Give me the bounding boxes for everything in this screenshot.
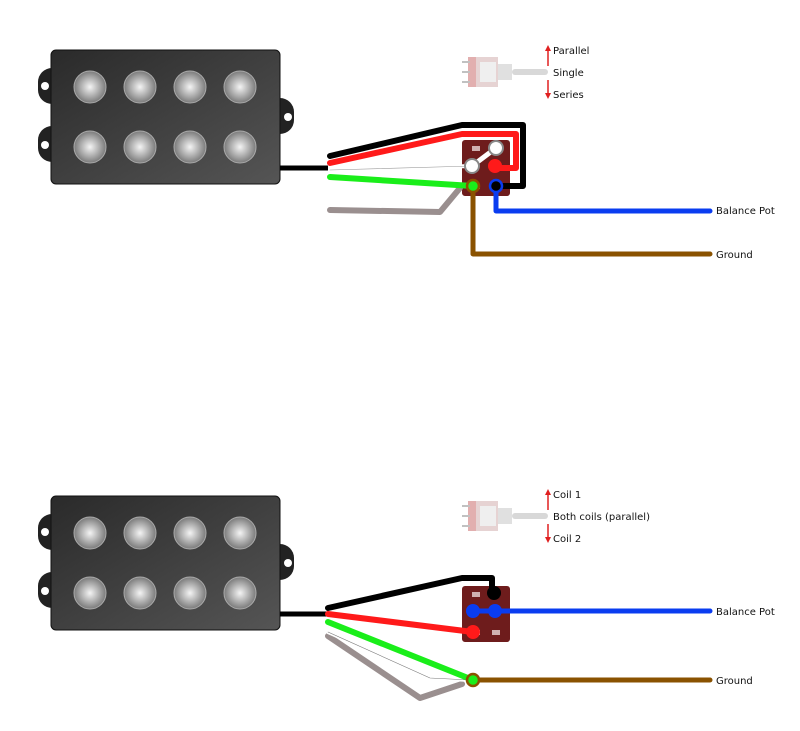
arrow-down-icon bbox=[545, 537, 551, 543]
arrow-down-icon bbox=[545, 93, 551, 99]
pole-piece bbox=[73, 130, 107, 164]
toggle-switch-illustration bbox=[462, 501, 548, 531]
position-arrows bbox=[545, 489, 551, 543]
pole-pieces bbox=[73, 516, 257, 610]
green-wire bbox=[325, 619, 476, 683]
screw-hole bbox=[284, 113, 292, 121]
red-wire bbox=[325, 611, 476, 635]
screw-hole bbox=[41, 141, 49, 149]
top-diagram: Parallel Single Series bbox=[38, 45, 775, 261]
bare-wire bbox=[325, 633, 465, 701]
bare-wire bbox=[327, 185, 463, 215]
red-wire bbox=[327, 131, 519, 171]
pole-piece bbox=[223, 516, 257, 550]
position-label-down: Coil 2 bbox=[553, 534, 581, 545]
balance-pot-wire bbox=[493, 183, 713, 214]
pole-piece bbox=[223, 576, 257, 610]
wires bbox=[327, 122, 713, 257]
pole-pieces bbox=[73, 70, 257, 164]
wires bbox=[325, 575, 713, 701]
pole-piece bbox=[223, 130, 257, 164]
ground-label: Ground bbox=[716, 250, 753, 261]
pickup-cover bbox=[50, 49, 281, 185]
ground-label: Ground bbox=[716, 676, 753, 687]
black-wire bbox=[325, 575, 495, 611]
position-label-down: Series bbox=[553, 90, 584, 101]
pole-piece bbox=[223, 70, 257, 104]
pickup-cover bbox=[50, 495, 281, 631]
black-wire bbox=[327, 122, 526, 189]
toggle-switch-illustration bbox=[462, 57, 548, 87]
screw-hole bbox=[284, 559, 292, 567]
humbucker-pickup bbox=[38, 495, 294, 631]
green-wire bbox=[327, 174, 476, 189]
pole-piece bbox=[173, 576, 207, 610]
position-label-up: Parallel bbox=[553, 46, 589, 57]
position-label-up: Coil 1 bbox=[553, 490, 581, 501]
pole-piece bbox=[173, 516, 207, 550]
balance-pot-label: Balance Pot bbox=[716, 206, 775, 217]
bottom-diagram: Coil 1 Both coils (parallel) Coil 2 bbox=[38, 489, 775, 701]
ground-wire bbox=[470, 185, 713, 257]
screw-hole bbox=[41, 82, 49, 90]
humbucker-pickup bbox=[38, 49, 294, 185]
pole-piece bbox=[123, 70, 157, 104]
pole-piece bbox=[73, 516, 107, 550]
balance-pot-label: Balance Pot bbox=[716, 607, 775, 618]
position-label-middle: Both coils (parallel) bbox=[553, 512, 650, 523]
arrow-up-icon bbox=[545, 489, 551, 495]
pole-piece bbox=[73, 70, 107, 104]
pole-piece bbox=[123, 130, 157, 164]
position-arrows bbox=[545, 45, 551, 99]
pole-piece bbox=[123, 576, 157, 610]
solder-points bbox=[464, 140, 504, 194]
pole-piece bbox=[173, 130, 207, 164]
position-label-middle: Single bbox=[553, 68, 584, 79]
arrow-up-icon bbox=[545, 45, 551, 51]
screw-hole bbox=[41, 528, 49, 536]
screw-hole bbox=[41, 587, 49, 595]
solder-points bbox=[465, 586, 502, 688]
pole-piece bbox=[123, 516, 157, 550]
pole-piece bbox=[173, 70, 207, 104]
pole-piece bbox=[73, 576, 107, 610]
